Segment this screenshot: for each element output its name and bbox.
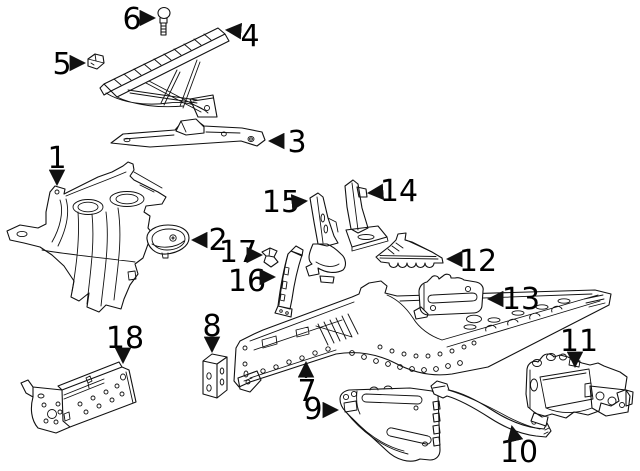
callout-10-arrow — [507, 424, 524, 443]
part-drawing-6-bolt — [157, 6, 171, 36]
callout-17: 17 — [219, 235, 264, 270]
part-drawing-2-cap — [146, 224, 190, 259]
part-drawing-4-rail — [99, 27, 230, 118]
part-9-detail — [343, 385, 432, 455]
part-drawing-5-clip — [87, 53, 105, 70]
part-4-detail — [105, 33, 214, 114]
callout-7-label: 7 — [297, 374, 316, 409]
callout-10: 10 — [500, 424, 538, 470]
callout-5: 5 — [52, 47, 87, 82]
part-8-detail — [206, 367, 225, 392]
part-12-outline — [375, 232, 444, 269]
callout-12: 12 — [445, 244, 497, 279]
part-6-detail — [160, 25, 167, 33]
part-7-outline — [233, 280, 612, 393]
part-drawing-1-apron-panel — [6, 161, 167, 313]
part-drawing-15-pillar — [305, 192, 346, 284]
part-3-holes — [123, 131, 255, 143]
part-11-holes — [595, 391, 625, 408]
callout-4-arrow — [224, 22, 243, 40]
part-7-detail — [243, 293, 606, 382]
part-drawing-11-bracket — [525, 353, 634, 427]
part-13-holes — [429, 286, 472, 311]
part-1-detail — [41, 171, 163, 307]
callout-15-arrow — [290, 194, 309, 211]
callout-2-label: 2 — [208, 223, 227, 258]
callout-1-label: 1 — [47, 141, 66, 176]
part-1-outline — [6, 161, 167, 313]
callout-8-label: 8 — [202, 309, 221, 344]
callout-12-label: 12 — [459, 244, 497, 279]
callout-18: 18 — [106, 321, 144, 365]
part-16-holes — [279, 309, 289, 315]
callout-2: 2 — [190, 223, 228, 258]
callout-7: 7 — [297, 360, 317, 409]
part-9-holes — [342, 391, 428, 447]
part-7-holes — [242, 340, 477, 385]
callout-11-label: 11 — [560, 324, 598, 359]
callout-16: 16 — [228, 264, 277, 299]
callouts: 1 2 3 4 5 6 7 8 — [47, 2, 598, 470]
part-5-outline — [87, 53, 105, 70]
part-drawing-10-brace — [430, 380, 552, 438]
callout-18-label: 18 — [106, 321, 144, 356]
part-3-box — [175, 118, 205, 136]
callout-9: 9 — [303, 392, 340, 427]
callout-3-label: 3 — [287, 125, 306, 160]
part-10-detail — [432, 385, 550, 435]
part-18-detail — [63, 371, 134, 422]
callout-11: 11 — [560, 324, 598, 369]
part-drawing-13-bracket — [413, 273, 484, 320]
part-2-detail — [151, 228, 186, 259]
part-drawing-16-reinforcement — [274, 245, 304, 318]
part-16-detail — [278, 253, 290, 306]
part-12-detail — [379, 239, 439, 260]
callout-4-label: 4 — [240, 19, 259, 54]
part-drawing-8-block — [202, 353, 228, 399]
callout-14-arrow — [366, 183, 385, 201]
callout-15-label: 15 — [262, 185, 300, 220]
part-drawing-7-rail-assembly — [233, 280, 612, 393]
part-18-holes — [37, 373, 126, 425]
part-2-holes — [169, 234, 177, 242]
part-15-outline — [305, 192, 346, 284]
part-drawing-18-rail — [20, 361, 137, 434]
callout-1: 1 — [47, 141, 67, 187]
part-drawing-14-pillar — [344, 179, 389, 252]
callout-9-label: 9 — [303, 392, 322, 427]
callout-6: 6 — [122, 2, 157, 37]
part-drawing-12-bracket — [375, 232, 444, 269]
part-14-detail — [351, 182, 389, 252]
part-drawing-9-rail-section — [339, 385, 441, 462]
part-6-outline — [157, 6, 171, 36]
part-16-outline — [274, 245, 304, 318]
callout-13-label: 13 — [502, 282, 540, 317]
part-8-outline — [202, 353, 228, 399]
callout-10-label: 10 — [500, 435, 538, 470]
callout-14: 14 — [366, 174, 418, 209]
callout-15: 15 — [262, 185, 309, 220]
part-9-outline — [339, 387, 441, 462]
part-drawing-3-bracket — [110, 118, 266, 148]
part-17-detail — [265, 247, 275, 258]
callout-5-label: 5 — [52, 47, 71, 82]
part-1-holes — [16, 189, 60, 238]
callout-4: 4 — [224, 19, 260, 54]
part-15-detail — [315, 196, 340, 267]
part-drawing-17-clip — [261, 247, 279, 268]
part-5-detail — [87, 53, 105, 66]
callout-3: 3 — [267, 125, 307, 160]
part-17-outline — [261, 247, 279, 268]
callout-8: 8 — [202, 309, 222, 354]
callout-13: 13 — [486, 282, 540, 317]
callout-17-label: 17 — [219, 235, 257, 270]
part-13-detail — [423, 283, 478, 311]
callout-6-label: 6 — [122, 2, 141, 37]
part-13-outline — [413, 273, 484, 320]
part-4-holes — [204, 105, 210, 111]
callout-14-label: 14 — [380, 174, 418, 209]
